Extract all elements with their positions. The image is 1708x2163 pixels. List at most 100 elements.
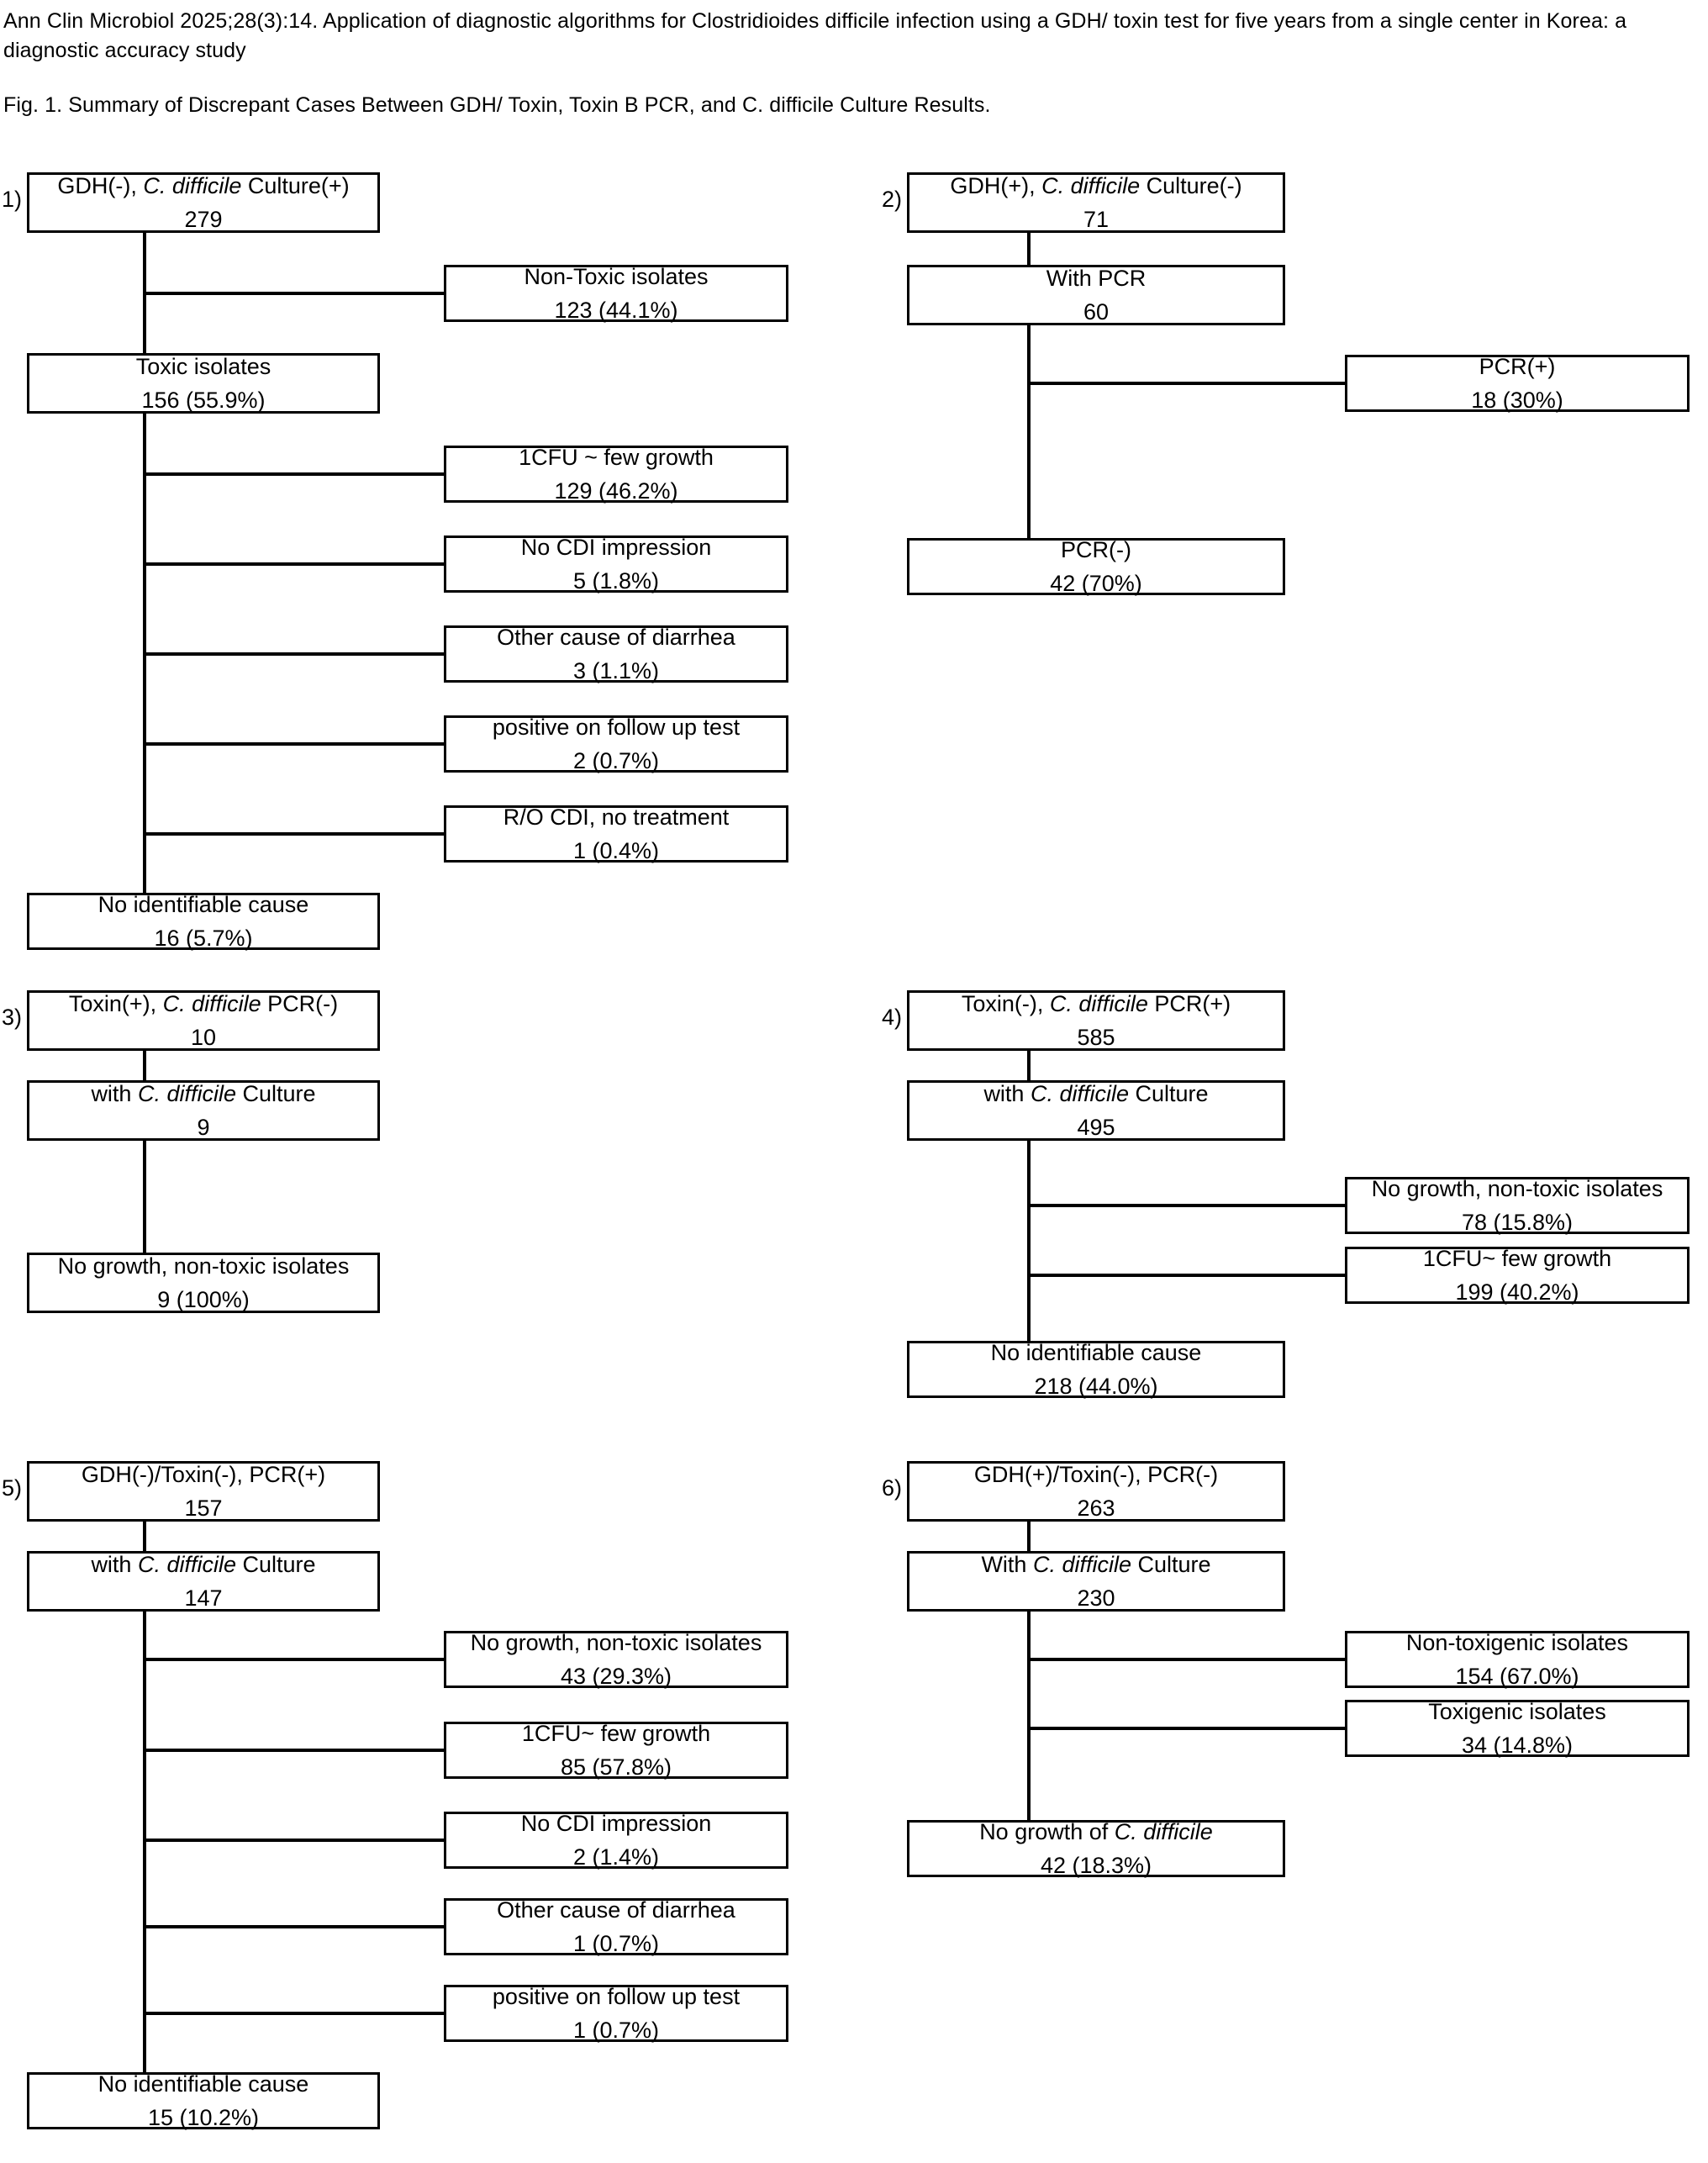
- node-label: No identifiable cause: [98, 892, 309, 917]
- node-4-with-culture[interactable]: with C. difficile Culture 495: [907, 1080, 1285, 1141]
- node-2-pcr-negative[interactable]: PCR(-) 42 (70%): [907, 537, 1285, 596]
- node-value: 42 (70%): [1050, 571, 1142, 596]
- node-1-non-toxic-isolates[interactable]: Non-Toxic isolates 123 (44.1%): [444, 264, 788, 323]
- node-5-with-culture[interactable]: with C. difficile Culture 147: [27, 1551, 380, 1612]
- node-3-no-growth-non-toxic-isolates[interactable]: No growth, non-toxic isolates 9 (100%): [27, 1253, 380, 1313]
- node-3-with-culture[interactable]: with C. difficile Culture 9: [27, 1080, 380, 1141]
- connector-5-branch-no-cdi: [143, 1839, 445, 1842]
- section-index-4: 4): [882, 1005, 903, 1030]
- node-value: 34 (14.8%): [1461, 1733, 1574, 1758]
- node-1-other-cause-of-diarrhea[interactable]: Other cause of diarrhea 3 (1.1%): [444, 625, 788, 683]
- node-5-root[interactable]: GDH(-)/Toxin(-), PCR(+) 157: [27, 1461, 380, 1522]
- node-4-no-identifiable-cause[interactable]: No identifiable cause 218 (44.0%): [907, 1340, 1285, 1399]
- node-label: No growth, non-toxic isolates: [57, 1253, 350, 1279]
- connector-4-spine: [1027, 1141, 1031, 1343]
- node-1-root-value: 279: [184, 207, 223, 232]
- node-2-root[interactable]: GDH(+), C. difficile Culture(-) 71: [907, 172, 1285, 233]
- node-6-no-growth-of-c-difficile[interactable]: No growth of C. difficile 42 (18.3%): [907, 1819, 1285, 1878]
- node-label: PCR(+): [1479, 354, 1556, 379]
- node-4-1cfu-few-growth[interactable]: 1CFU~ few growth 199 (40.2%): [1345, 1246, 1690, 1305]
- node-value: 1 (0.7%): [572, 1931, 660, 1956]
- node-6-non-toxigenic-isolates[interactable]: Non-toxigenic isolates 154 (67.0%): [1345, 1630, 1690, 1689]
- node-5-no-identifiable-cause[interactable]: No identifiable cause 15 (10.2%): [27, 2071, 380, 2130]
- node-value: 123 (44.1%): [554, 298, 678, 323]
- node-4-root[interactable]: Toxin(-), C. difficile PCR(+) 585: [907, 990, 1285, 1051]
- node-2-with-pcr[interactable]: With PCR 60: [907, 265, 1285, 325]
- connector-3-root-to-culture: [143, 1051, 146, 1083]
- node-label: With C. difficile Culture: [981, 1552, 1211, 1577]
- node-label: PCR(-): [1061, 537, 1131, 562]
- node-5-root-value: 157: [184, 1496, 223, 1521]
- connector-5-branch-positive-followup: [143, 2012, 445, 2015]
- node-label: positive on follow up test: [492, 1984, 741, 2009]
- node-label: Other cause of diarrhea: [497, 1897, 735, 1923]
- node-3-root-title: Toxin(+), C. difficile PCR(-): [68, 991, 339, 1016]
- node-value: 42 (18.3%): [1040, 1853, 1152, 1878]
- node-label: 1CFU ~ few growth: [519, 445, 714, 470]
- section-index-2: 2): [882, 187, 903, 212]
- node-1-no-cdi-impression[interactable]: No CDI impression 5 (1.8%): [444, 535, 788, 594]
- connector-5-branch-1cfu: [143, 1749, 445, 1752]
- node-5-positive-on-follow-up-test[interactable]: positive on follow up test 1 (0.7%): [444, 1984, 788, 2043]
- node-1-root-title: GDH(-), C. difficile Culture(+): [57, 173, 350, 198]
- node-1-no-identifiable-cause[interactable]: No identifiable cause 16 (5.7%): [27, 892, 380, 951]
- node-6-root-value: 263: [1077, 1496, 1115, 1521]
- node-value: 2 (1.4%): [572, 1844, 660, 1870]
- connector-2-branch-pcr-positive: [1027, 382, 1347, 385]
- node-6-toxigenic-isolates[interactable]: Toxigenic isolates 34 (14.8%): [1345, 1699, 1690, 1758]
- node-1-toxic-isolates[interactable]: Toxic isolates 156 (55.9%): [27, 353, 380, 414]
- node-label: with C. difficile Culture: [91, 1552, 316, 1577]
- node-value: 129 (46.2%): [554, 478, 678, 504]
- connector-6-branch-non-toxigenic: [1027, 1658, 1347, 1661]
- node-5-1cfu-few-growth[interactable]: 1CFU~ few growth 85 (57.8%): [444, 1721, 788, 1780]
- node-label: Other cause of diarrhea: [497, 625, 735, 650]
- node-6-with-culture[interactable]: With C. difficile Culture 230: [907, 1551, 1285, 1612]
- node-label: R/O CDI, no treatment: [503, 805, 730, 830]
- node-4-root-title: Toxin(-), C. difficile PCR(+): [961, 991, 1231, 1016]
- node-value: 85 (57.8%): [560, 1754, 672, 1780]
- figure-caption: Fig. 1. Summary of Discrepant Cases Betw…: [3, 93, 991, 117]
- node-1-positive-on-follow-up-test[interactable]: positive on follow up test 2 (0.7%): [444, 715, 788, 773]
- node-value: 1 (0.7%): [572, 2018, 660, 2043]
- node-4-no-growth-non-toxic-isolates[interactable]: No growth, non-toxic isolates 78 (15.8%): [1345, 1176, 1690, 1235]
- node-5-other-cause-of-diarrhea[interactable]: Other cause of diarrhea 1 (0.7%): [444, 1897, 788, 1956]
- connector-2-spine: [1027, 325, 1031, 540]
- connector-3-culture-to-result: [143, 1141, 146, 1254]
- node-2-pcr-positive[interactable]: PCR(+) 18 (30%): [1345, 354, 1690, 413]
- connector-5-branch-other-cause: [143, 1925, 445, 1928]
- connector-1-branch-ro-cdi: [143, 832, 445, 836]
- node-4-root-value: 585: [1077, 1025, 1115, 1050]
- node-value: 230: [1077, 1585, 1115, 1611]
- node-value: 15 (10.2%): [147, 2105, 260, 2130]
- connector-4-root-to-culture: [1027, 1051, 1031, 1083]
- node-5-root-title: GDH(-)/Toxin(-), PCR(+): [81, 1462, 326, 1487]
- node-5-no-cdi-impression[interactable]: No CDI impression 2 (1.4%): [444, 1811, 788, 1870]
- node-value: 495: [1077, 1115, 1115, 1140]
- node-label: No growth, non-toxic isolates: [470, 1630, 762, 1655]
- node-label: No CDI impression: [520, 535, 712, 560]
- node-1-ro-cdi-no-treatment[interactable]: R/O CDI, no treatment 1 (0.4%): [444, 805, 788, 863]
- connector-1-branch-other-cause: [143, 652, 445, 656]
- article-citation: Ann Clin Microbiol 2025;28(3):14. Applic…: [3, 9, 1627, 62]
- node-value: 2 (0.7%): [572, 748, 660, 773]
- connector-4-branch-no-growth: [1027, 1204, 1347, 1207]
- node-1-root[interactable]: GDH(-), C. difficile Culture(+) 279: [27, 172, 380, 233]
- node-3-root[interactable]: Toxin(+), C. difficile PCR(-) 10: [27, 990, 380, 1051]
- node-2-root-value: 71: [1083, 207, 1110, 232]
- node-label: with C. difficile Culture: [983, 1081, 1209, 1106]
- node-value: 1 (0.4%): [572, 838, 660, 863]
- node-label: 1CFU~ few growth: [1422, 1246, 1612, 1271]
- node-6-root[interactable]: GDH(+)/Toxin(-), PCR(-) 263: [907, 1461, 1285, 1522]
- section-index-1: 1): [2, 187, 23, 212]
- connector-5-spine: [143, 1612, 146, 2074]
- node-label: No growth, non-toxic isolates: [1371, 1176, 1663, 1201]
- node-label: positive on follow up test: [492, 715, 741, 740]
- node-6-root-title: GDH(+)/Toxin(-), PCR(-): [973, 1462, 1219, 1487]
- node-value: 60: [1083, 299, 1110, 324]
- node-label: Non-toxigenic isolates: [1405, 1630, 1629, 1655]
- node-5-no-growth-non-toxic-isolates[interactable]: No growth, non-toxic isolates 43 (29.3%): [444, 1630, 788, 1689]
- node-1-1cfu-few-growth[interactable]: 1CFU ~ few growth 129 (46.2%): [444, 445, 788, 504]
- node-value: 16 (5.7%): [154, 926, 253, 951]
- node-value: 18 (30%): [1471, 388, 1563, 413]
- connector-4-branch-1cfu: [1027, 1274, 1347, 1277]
